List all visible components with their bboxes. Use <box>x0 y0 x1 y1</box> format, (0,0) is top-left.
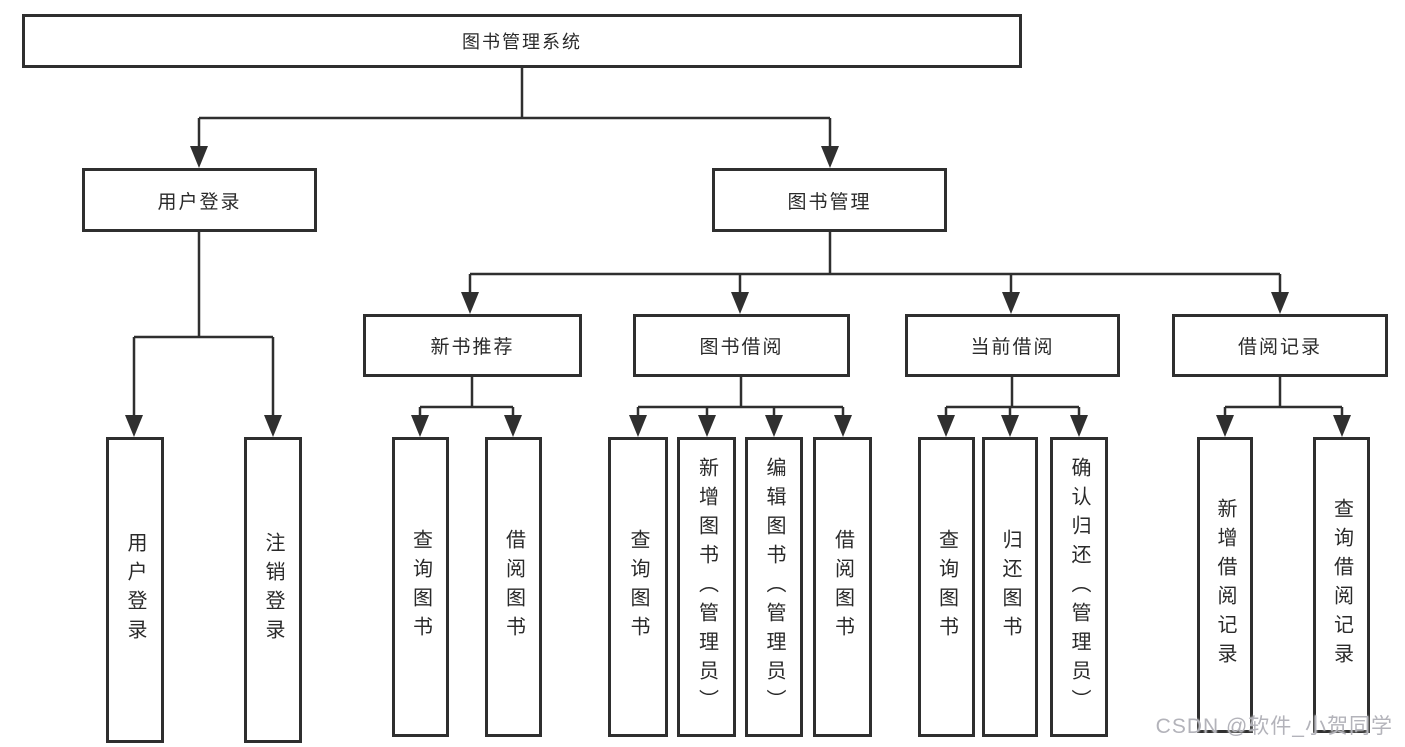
leaf-bb-add-books-admin-label: 新增图书（管理员） <box>695 456 718 718</box>
leaf-br-query-borrow-record: 查询借阅记录 <box>1313 437 1370 733</box>
leaf-nbr-query-books-label: 查询图书 <box>409 529 432 645</box>
csdn-watermark: CSDN @软件_小贺同学 <box>1155 715 1393 738</box>
node-root-library-system: 图书管理系统 <box>22 14 1022 68</box>
node-user-login: 用户登录 <box>82 168 317 232</box>
leaf-cb-query-books-label: 查询图书 <box>935 529 958 645</box>
arrowheads <box>125 146 1351 437</box>
node-new-book-recommend-label: 新书推荐 <box>430 337 515 358</box>
node-book-management-label: 图书管理 <box>787 191 872 213</box>
leaf-logout-login-label: 注销登录 <box>262 532 284 648</box>
leaf-bb-query-books-label: 查询图书 <box>627 529 649 645</box>
leaf-bb-edit-books-admin-label: 编辑图书（管理员） <box>763 456 785 718</box>
node-new-book-recommend: 新书推荐 <box>363 314 582 377</box>
leaf-user-login: 用户登录 <box>106 437 164 743</box>
node-root-label: 图书管理系统 <box>462 32 582 52</box>
node-borrow-records-label: 借阅记录 <box>1237 337 1322 358</box>
node-book-borrow: 图书借阅 <box>633 314 850 377</box>
leaf-nbr-query-books: 查询图书 <box>392 437 449 737</box>
leaf-bb-borrow-books-label: 借阅图书 <box>831 529 854 645</box>
node-borrow-records: 借阅记录 <box>1172 314 1388 377</box>
leaf-cb-return-books: 归还图书 <box>982 437 1038 737</box>
leaf-bb-borrow-books: 借阅图书 <box>813 437 872 737</box>
leaf-br-query-borrow-record-label: 查询借阅记录 <box>1330 498 1353 672</box>
leaf-bb-add-books-admin: 新增图书（管理员） <box>677 437 736 737</box>
node-book-borrow-label: 图书借阅 <box>699 337 784 358</box>
leaf-cb-query-books: 查询图书 <box>918 437 975 737</box>
leaf-nbr-borrow-books: 借阅图书 <box>485 437 542 737</box>
leaf-logout-login: 注销登录 <box>244 437 302 743</box>
leaf-cb-confirm-return-admin-label: 确认归还（管理员） <box>1068 456 1090 718</box>
node-book-management: 图书管理 <box>712 168 947 232</box>
leaf-br-add-borrow-record-label: 新增借阅记录 <box>1214 498 1236 672</box>
leaf-bb-query-books: 查询图书 <box>608 437 668 737</box>
leaf-br-add-borrow-record: 新增借阅记录 <box>1197 437 1253 733</box>
node-current-borrow: 当前借阅 <box>905 314 1120 377</box>
leaf-cb-return-books-label: 归还图书 <box>999 529 1021 645</box>
leaf-bb-edit-books-admin: 编辑图书（管理员） <box>745 437 803 737</box>
leaf-nbr-borrow-books-label: 借阅图书 <box>502 529 525 645</box>
leaf-cb-confirm-return-admin: 确认归还（管理员） <box>1050 437 1108 737</box>
leaf-user-login-label: 用户登录 <box>124 532 146 648</box>
node-current-borrow-label: 当前借阅 <box>970 337 1055 358</box>
node-user-login-label: 用户登录 <box>157 191 242 213</box>
